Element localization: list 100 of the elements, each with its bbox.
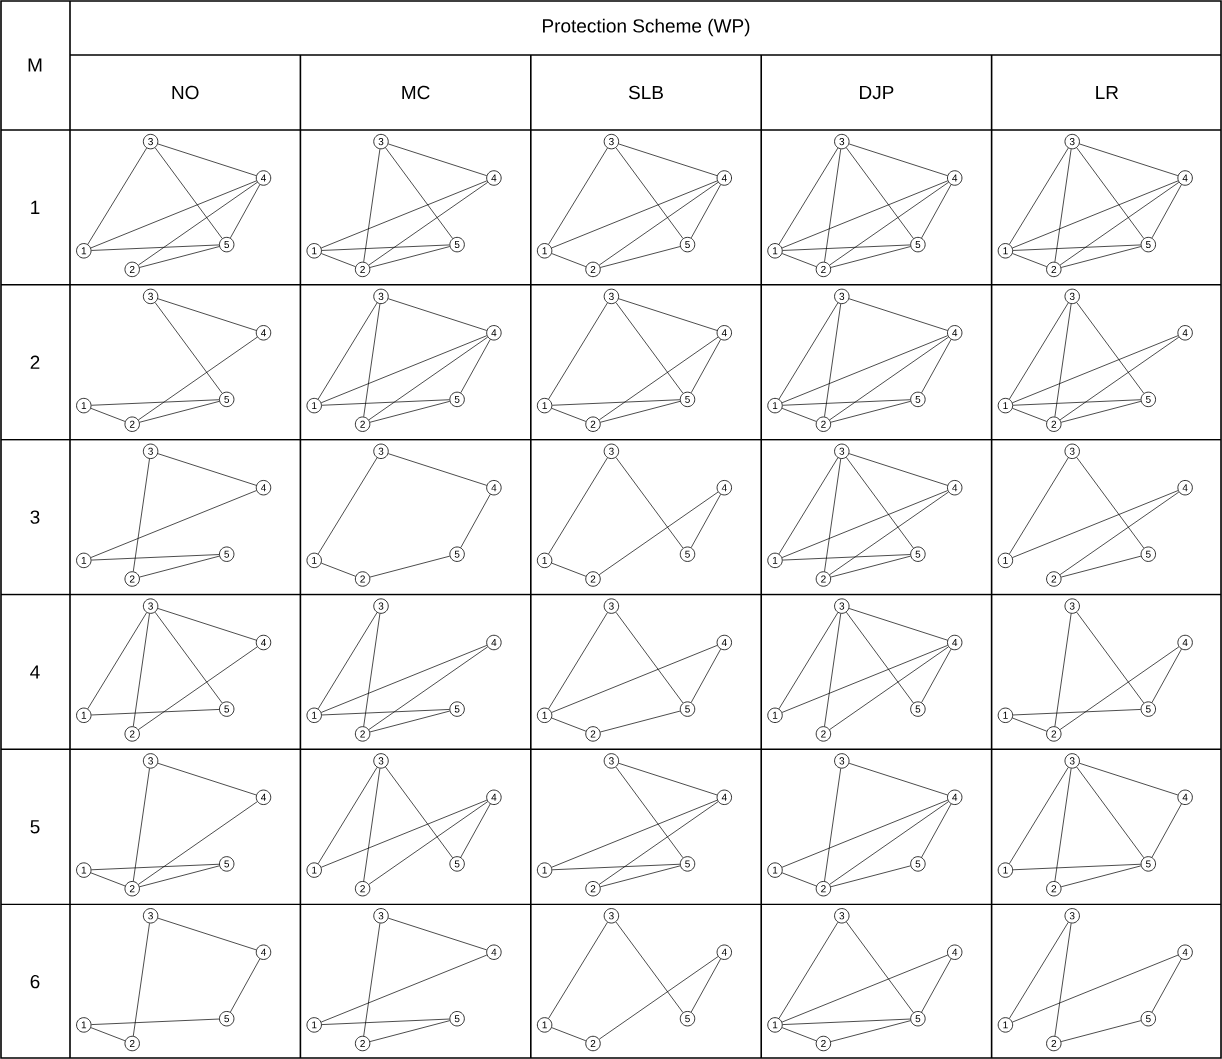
graph-node: 1 xyxy=(536,1017,553,1033)
graph-edge xyxy=(598,956,719,1040)
column-header: DJP xyxy=(860,85,894,100)
column-header: SLB xyxy=(628,85,663,100)
graph-node: 1 xyxy=(306,243,322,259)
graph-edge xyxy=(138,336,258,421)
column-header: MC xyxy=(402,85,430,100)
graph-node: 5 xyxy=(1140,856,1156,872)
graph-node: 3 xyxy=(834,288,850,305)
graph-node: 3 xyxy=(603,288,620,305)
graph-node: 5 xyxy=(449,546,465,562)
graph-node: 2 xyxy=(124,1035,140,1052)
graph-edge xyxy=(91,863,220,871)
graph-edge xyxy=(829,801,949,885)
graph-edge xyxy=(132,613,150,727)
graph-node: 4 xyxy=(716,480,732,496)
graph-edge xyxy=(157,762,257,796)
graph-node: 4 xyxy=(1177,944,1193,960)
graph-node: 4 xyxy=(1177,170,1193,186)
graph-edge xyxy=(551,253,587,267)
graph-node: 4 xyxy=(1177,789,1193,805)
graph-edge xyxy=(551,799,718,868)
graph-edge xyxy=(1012,408,1048,422)
graph-node: 1 xyxy=(767,552,783,569)
graph-edge xyxy=(848,143,948,176)
graph-edge xyxy=(321,562,356,577)
graph-node: 3 xyxy=(834,598,850,614)
graph-edge xyxy=(138,801,258,885)
graph-edge xyxy=(1009,767,1069,864)
row-label: 5 xyxy=(30,820,40,834)
graph-node: 3 xyxy=(373,598,389,614)
graph-edge xyxy=(385,147,453,239)
graph-edge xyxy=(1059,646,1180,730)
graph-edge xyxy=(321,709,450,716)
graph-node: 2 xyxy=(124,261,140,278)
graph-edge xyxy=(1151,648,1182,703)
graph-node: 3 xyxy=(834,443,850,459)
graph-edge xyxy=(90,408,126,422)
graph-edge xyxy=(615,611,684,704)
graph-node: 4 xyxy=(716,789,732,805)
graph-edge xyxy=(320,799,488,868)
graph-node: 5 xyxy=(449,236,465,253)
graph-edge xyxy=(138,182,258,266)
graph-node: 4 xyxy=(716,634,732,651)
graph-edge xyxy=(830,246,911,268)
graph-edge xyxy=(1054,768,1072,882)
graph-node: 1 xyxy=(306,552,322,569)
graph-edge xyxy=(551,562,587,577)
graph-edge xyxy=(848,762,948,796)
graph-edge xyxy=(1060,1020,1142,1042)
graph-edge xyxy=(829,491,949,575)
graph-node: 5 xyxy=(449,1011,465,1027)
graph-node: 2 xyxy=(815,416,832,432)
graph-node: 5 xyxy=(910,701,926,717)
graph-node: 3 xyxy=(603,908,620,924)
graph-node: 4 xyxy=(716,325,732,341)
graph-edge xyxy=(1009,922,1069,1019)
graph-edge xyxy=(778,922,839,1019)
graph-node: 5 xyxy=(1140,701,1156,717)
graph-edge xyxy=(781,872,817,887)
graph-node: 1 xyxy=(76,1017,92,1033)
graph-node: 3 xyxy=(373,443,389,459)
graph-edge xyxy=(1012,244,1142,251)
graph-node: 4 xyxy=(947,325,963,341)
graph-node: 3 xyxy=(142,908,159,924)
graph-edge xyxy=(321,253,356,267)
graph-node: 4 xyxy=(716,944,732,960)
graph-edge xyxy=(1054,613,1072,727)
graph-edge xyxy=(829,336,949,421)
graph-edge xyxy=(369,555,451,578)
graph-node: 4 xyxy=(1177,325,1193,341)
graph-edge xyxy=(230,184,261,239)
graph-edge xyxy=(781,490,948,558)
graph-edge xyxy=(782,554,911,561)
graph-edge xyxy=(615,302,684,394)
graph-node: 2 xyxy=(1046,1035,1062,1052)
graph-node: 3 xyxy=(142,288,159,305)
graph-edge xyxy=(848,453,948,486)
graph-node: 1 xyxy=(767,707,783,723)
graph-edge xyxy=(1151,184,1182,239)
graph-node: 2 xyxy=(1046,261,1062,278)
graph-node: 5 xyxy=(219,546,235,562)
graph-edge xyxy=(132,458,150,572)
graph-edge xyxy=(369,401,451,423)
graph-node: 5 xyxy=(910,546,926,562)
graph-edge xyxy=(317,767,378,864)
graph-node: 1 xyxy=(536,707,553,723)
graph-node: 5 xyxy=(219,701,235,717)
graph-edge xyxy=(551,645,718,713)
graph-edge xyxy=(551,863,681,871)
graph-edge xyxy=(781,799,948,868)
graph-edge xyxy=(778,612,839,710)
graph-node: 3 xyxy=(1064,443,1080,459)
graph-node: 5 xyxy=(219,391,235,408)
graph-edge xyxy=(368,646,488,730)
graph-edge xyxy=(369,246,451,268)
graph-edge xyxy=(132,923,150,1037)
graph-node: 3 xyxy=(603,753,620,769)
graph-edge xyxy=(600,710,681,733)
graph-node: 5 xyxy=(219,1011,235,1027)
